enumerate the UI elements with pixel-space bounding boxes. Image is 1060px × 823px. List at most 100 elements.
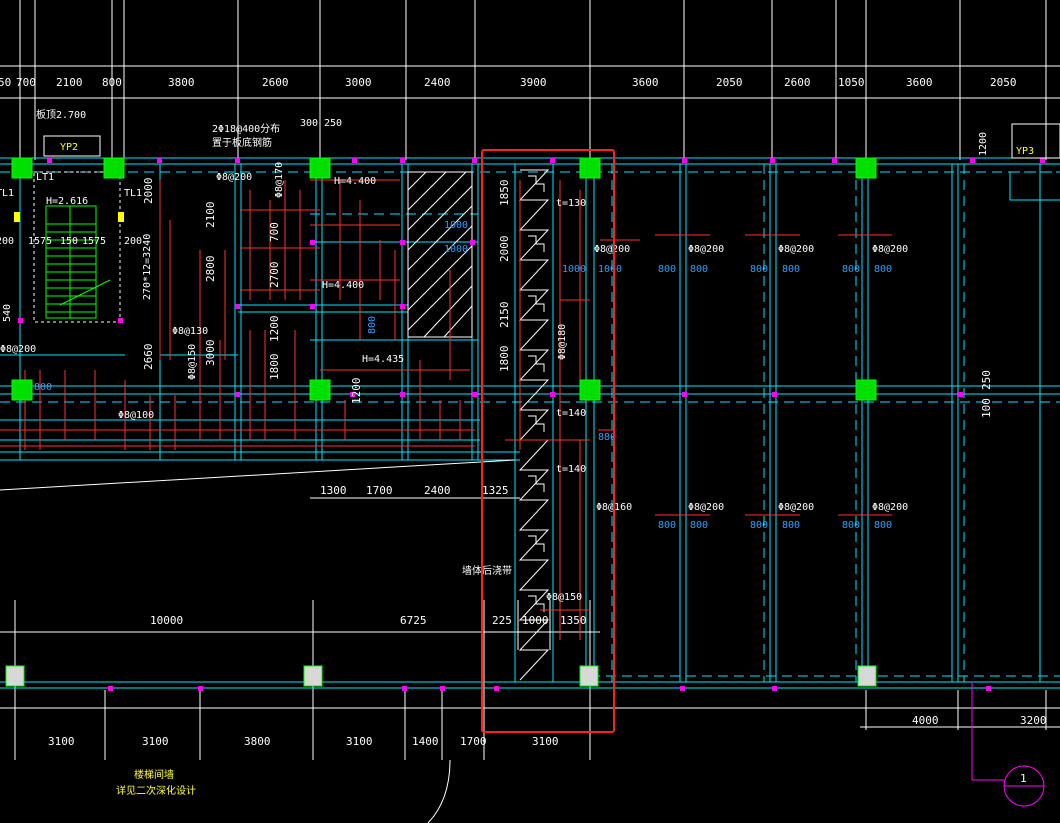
bottom-dim-3: 3100 xyxy=(346,735,373,748)
blue-mark-5: 800 xyxy=(874,264,892,275)
rebar-label-1: Φ8@170 xyxy=(274,162,285,198)
top-left-note: 板顶2.700 xyxy=(36,108,86,121)
mid-dim-0: 1300 xyxy=(320,484,347,497)
rebar-label-14: Φ8@200 xyxy=(0,344,36,355)
blue-mark-2: 800 xyxy=(750,264,768,275)
rebar-label-4: Φ8@100 xyxy=(118,410,154,421)
bottom-dim-4: 1400 xyxy=(412,735,439,748)
blue-mark-3: 800 xyxy=(782,264,800,275)
rebar-label-0: Φ8@200 xyxy=(216,172,252,183)
rebar-lines xyxy=(0,179,892,640)
rebar-label-12: Φ8@200 xyxy=(778,502,814,513)
stair-lt1 xyxy=(14,205,124,319)
selection-highlight-box[interactable] xyxy=(481,149,615,733)
vdim-5: 3000 xyxy=(204,340,217,367)
bottom-dim-7: 4000 xyxy=(912,714,939,727)
dim-top-5: 2600 xyxy=(262,76,289,89)
dim-top-0: 50 xyxy=(0,76,11,89)
dim-top-4: 3800 xyxy=(168,76,195,89)
dim-1200-top: 1200 xyxy=(978,132,989,156)
elev-3: H=4.435 xyxy=(362,354,404,365)
t-140-b: t=140 xyxy=(556,464,586,475)
blue-mark-0: 800 xyxy=(658,264,676,275)
rebar-label-5: Φ8@180 xyxy=(557,324,568,360)
rebar-label-10: Φ8@200 xyxy=(872,244,908,255)
vdim-7: 1200 xyxy=(268,316,281,343)
hatched-slabs xyxy=(33,169,550,681)
blue-mark-7: 800 xyxy=(690,520,708,531)
columns xyxy=(5,157,877,687)
bottom-dim-5: 1700 xyxy=(460,735,487,748)
nodes xyxy=(18,158,1045,691)
stair-height: H=2.616 xyxy=(46,196,88,207)
dim-top-3: 800 xyxy=(102,76,122,89)
stair-total: 270*12=3240 xyxy=(142,234,153,300)
mid-dim-2: 2400 xyxy=(424,484,451,497)
label-tl1-left: TL1 xyxy=(0,188,14,199)
bottom-note-1: 楼梯间墙 xyxy=(134,768,174,781)
rebar-label-8: Φ8@200 xyxy=(688,244,724,255)
dim-top-8: 3900 xyxy=(520,76,547,89)
blue-mark-6: 800 xyxy=(658,520,676,531)
blue-mark-12: 800 xyxy=(34,382,52,393)
t-130: t=130 xyxy=(556,198,586,209)
vdim-10: 2000 xyxy=(498,236,511,263)
rebar-label-11: Φ8@200 xyxy=(688,502,724,513)
grid-axis-tag[interactable]: 1 xyxy=(971,682,1045,807)
lower-dimensions: 10000 6725 225 1000 1350 xyxy=(150,614,587,627)
dim-top-7: 2400 xyxy=(424,76,451,89)
rebar-label-3: Φ8@150 xyxy=(187,344,198,380)
vdim-12: 1800 xyxy=(498,346,511,373)
blue-marks: 800 800 800 800 800 800 800 800 800 800 … xyxy=(34,220,892,531)
dim-200-right: 200 xyxy=(124,236,142,247)
dim-top-9: 3600 xyxy=(632,76,659,89)
lower-dim-4: 1350 xyxy=(560,614,587,627)
dim-200-left: 200 xyxy=(0,236,14,247)
label-tl1-right: TL1 xyxy=(124,188,142,199)
vdim-9: 1850 xyxy=(498,180,511,207)
side-note: 墙体后浇带 xyxy=(462,564,512,577)
rebar-label-13: Φ8@200 xyxy=(872,502,908,513)
blue-mark-13: 800 xyxy=(367,316,378,334)
vdim-0: 2000 xyxy=(142,178,155,205)
dim-top-12: 1050 xyxy=(838,76,865,89)
mid-dim-1: 1700 xyxy=(366,484,393,497)
dim-300: 300 xyxy=(300,118,318,129)
label-yp3: YP3 xyxy=(1016,146,1034,157)
vertical-dimensions: 2000 2100 2800 2700 2660 3000 1800 1200 … xyxy=(142,178,993,419)
bottom-dim-8: 3200 xyxy=(1020,714,1047,727)
blue-mark-15: 1000 xyxy=(598,264,622,275)
bottom-dimensions: 3100 3100 3800 3100 1400 1700 3100 4000 … xyxy=(48,714,1047,748)
vdim-8: 700 xyxy=(268,222,281,242)
mid-dimensions: 1300 1700 2400 1325 xyxy=(320,484,509,497)
stair-w3: 1575 xyxy=(82,236,106,247)
blue-mark-11: 800 xyxy=(874,520,892,531)
label-yp2: YP2 xyxy=(60,142,78,153)
lower-dim-3: 1000 xyxy=(522,614,549,627)
blue-mark-17: 1000 xyxy=(444,244,468,255)
vdim-4: 2660 xyxy=(142,344,155,371)
dim-top-14: 2050 xyxy=(990,76,1017,89)
bottom-dim-2: 3800 xyxy=(244,735,271,748)
dim-top-13: 3600 xyxy=(906,76,933,89)
dim-top-2: 2100 xyxy=(56,76,83,89)
blue-mark-10: 800 xyxy=(842,520,860,531)
top-dimensions: 50 700 2100 800 3800 2600 3000 2400 3900… xyxy=(0,76,1017,89)
bottom-dim-0: 3100 xyxy=(48,735,75,748)
rebar-label-7: Φ8@200 xyxy=(594,244,630,255)
bottom-dim-1: 3100 xyxy=(142,735,169,748)
bottom-dim-6: 3100 xyxy=(532,735,559,748)
dim-top-10: 2050 xyxy=(716,76,743,89)
lower-dim-0: 10000 xyxy=(150,614,183,627)
blue-mark-14: 1000 xyxy=(562,264,586,275)
stair-w2: 150 xyxy=(60,236,78,247)
vdim-3: 2700 xyxy=(268,262,281,289)
blue-mark-18: 880 xyxy=(598,432,616,443)
blue-mark-4: 800 xyxy=(842,264,860,275)
vdim-15: 100 xyxy=(980,398,993,418)
dim-540: 540 xyxy=(2,304,13,322)
annotations: 板顶2.700 YP2 YP3 1200 LT1 TL1 TL1 H=2.616… xyxy=(0,108,1060,797)
blue-mark-9: 800 xyxy=(782,520,800,531)
